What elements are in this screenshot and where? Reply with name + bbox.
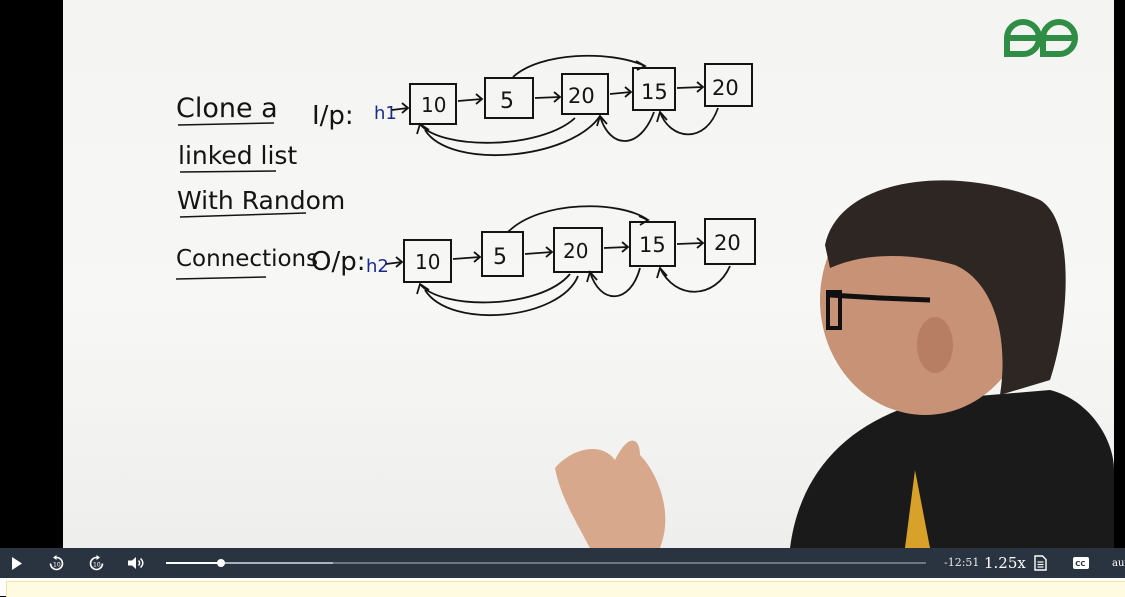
quality-button[interactable]: auto <box>1112 558 1125 569</box>
svg-text:10: 10 <box>415 250 440 274</box>
output-node-5 <box>704 218 756 265</box>
svg-text:15: 15 <box>639 233 666 257</box>
progress-bar[interactable] <box>166 559 926 567</box>
board-title: Clone a linked list With Random Connecti… <box>175 93 345 280</box>
input-label: I/p: <box>312 101 354 131</box>
progress-buffered <box>166 562 334 564</box>
output-node-1 <box>403 239 452 283</box>
rewind-10-button[interactable]: 10 <box>44 548 68 578</box>
playback-speed-button[interactable]: 1.25x <box>984 554 1026 572</box>
svg-text:10: 10 <box>421 93 446 117</box>
input-list-diagram: I/p: h1 10 5 20 15 20 <box>312 54 753 156</box>
title-line-4: Connections <box>176 246 318 272</box>
output-node-3 <box>553 227 603 273</box>
notice-bar <box>6 581 1125 597</box>
forward-10-button[interactable]: 10 <box>84 548 108 578</box>
output-label: O/p: <box>311 247 366 277</box>
input-node-4 <box>632 67 676 111</box>
video-stage[interactable]: Clone a linked list With Random Connecti… <box>0 0 1125 548</box>
video-controls-bar: 10 10 -12:51 1.25x CC <box>0 548 1125 578</box>
svg-text:CC: CC <box>1075 560 1085 568</box>
svg-text:10: 10 <box>53 561 61 568</box>
svg-text:20: 20 <box>714 231 741 255</box>
volume-button[interactable] <box>124 548 148 578</box>
svg-text:5: 5 <box>493 245 507 270</box>
closed-captions-icon: CC <box>1073 557 1089 569</box>
progress-played <box>166 562 222 564</box>
page-bottom-strip <box>0 578 1125 597</box>
svg-text:20: 20 <box>563 239 588 263</box>
transcript-icon <box>1033 555 1047 571</box>
transcript-button[interactable] <box>1029 548 1051 578</box>
title-line-2: linked list <box>178 141 297 170</box>
input-node-2 <box>484 77 534 119</box>
svg-text:20: 20 <box>712 76 739 100</box>
rewind-10-icon: 10 <box>49 554 63 570</box>
output-head-label: h2 <box>366 256 389 277</box>
volume-icon <box>127 557 143 569</box>
progress-scrubber[interactable] <box>217 559 226 567</box>
svg-text:15: 15 <box>641 80 668 104</box>
forward-10-icon: 10 <box>89 554 103 570</box>
title-line-1: Clone a <box>176 93 278 124</box>
presenter <box>555 180 1114 548</box>
svg-text:10: 10 <box>93 561 101 568</box>
time-remaining: -12:51 <box>944 556 980 569</box>
svg-text:20: 20 <box>568 84 595 108</box>
input-node-3 <box>561 73 609 115</box>
video-frame: Clone a linked list With Random Connecti… <box>175 19 1114 548</box>
input-head-label: h1 <box>374 103 397 124</box>
title-line-3: With Random <box>177 186 345 215</box>
play-button[interactable] <box>5 548 29 578</box>
output-node-2 <box>481 231 524 277</box>
svg-text:5: 5 <box>500 89 514 114</box>
input-node-5 <box>704 63 753 107</box>
play-icon <box>12 556 22 570</box>
output-list-diagram: O/p: h2 10 5 20 15 20 <box>311 205 756 316</box>
input-node-1 <box>409 83 457 125</box>
geeksforgeeks-logo <box>1004 19 1078 58</box>
output-node-4 <box>629 221 676 267</box>
closed-captions-button[interactable]: CC <box>1070 548 1092 578</box>
